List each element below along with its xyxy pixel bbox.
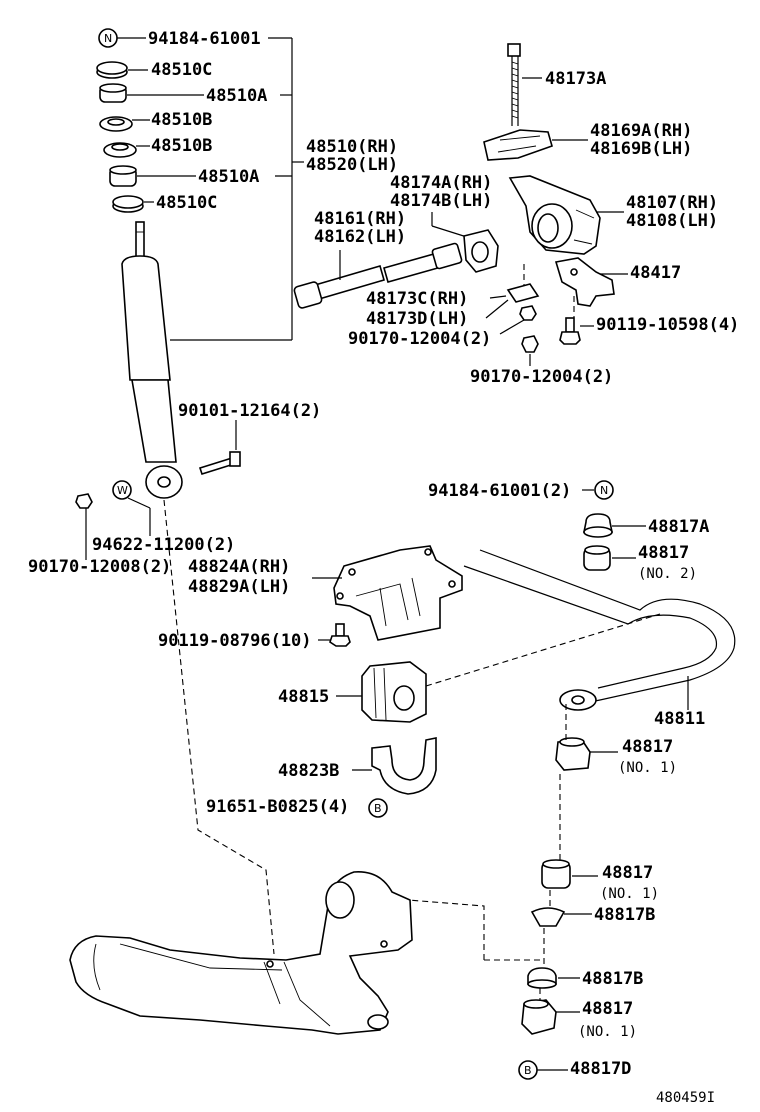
lower-control-arm (69, 871, 413, 1035)
bushing-48817-no1-b (541, 859, 571, 889)
label-94622-11200: 94622-11200(2) (92, 535, 235, 555)
bracket-48417 (554, 257, 615, 307)
washer-48510b-b (103, 142, 137, 158)
washer-48510c-top (96, 61, 128, 79)
bracket-48823b (371, 737, 437, 795)
label-no2: (NO. 2) (638, 566, 697, 582)
diagram-reference-number: 480459I (656, 1090, 715, 1106)
stabilizer-bar-48811 (463, 549, 736, 711)
svg-text:B: B (524, 1064, 532, 1077)
label-48824a-rh: 48824A(RH) (188, 557, 290, 577)
label-48817a: 48817A (648, 517, 709, 537)
label-48817b-a: 48817B (594, 905, 655, 925)
label-90170-12004-b: 90170-12004(2) (470, 367, 613, 387)
label-90101-12164: 90101-12164(2) (178, 401, 321, 421)
n-symbol-middle: N (594, 480, 614, 500)
label-48510c-a: 48510C (151, 60, 212, 80)
label-48510b-a: 48510B (151, 110, 212, 130)
bolt-90119-10598 (559, 317, 581, 345)
label-48510a-a: 48510A (206, 86, 267, 106)
label-48107-rh: 48107(RH) (626, 193, 718, 213)
label-48510c-b: 48510C (156, 193, 217, 213)
label-48520-lh: 48520(LH) (306, 155, 398, 175)
label-48174a-rh: 48174A(RH) (390, 173, 492, 193)
washer-48817b-a (530, 907, 566, 927)
b-symbol-middle: B (368, 798, 388, 818)
label-48817b-b: 48817B (582, 969, 643, 989)
w-symbol: W (112, 480, 132, 500)
part-48173c (506, 283, 540, 303)
bushing-48817-no1-a (555, 737, 591, 771)
svg-text:N: N (600, 484, 608, 497)
label-48823b: 48823B (278, 761, 339, 781)
label-48817-c: 48817 (602, 863, 653, 883)
arm-48174 (463, 229, 499, 273)
bolt-48173a (507, 43, 521, 126)
label-no1-c: (NO. 1) (578, 1024, 637, 1040)
shock-absorber (121, 221, 183, 499)
label-48162-lh: 48162(LH) (314, 227, 406, 247)
n-symbol-top: N (98, 28, 118, 48)
label-48829a-lh: 48829A(LH) (188, 577, 290, 597)
label-90119-08796: 90119-08796(10) (158, 631, 312, 651)
torsion-bar (293, 242, 463, 309)
nut-90170-12008 (75, 493, 93, 509)
label-90119-10598: 90119-10598(4) (596, 315, 739, 335)
washer-48510c-bottom (112, 195, 144, 213)
label-91651-b0825: 91651-B0825(4) (206, 797, 349, 817)
nut-90170-12004-b (521, 335, 539, 353)
bushing-48817a (583, 513, 613, 538)
bushing-48817-no2 (583, 545, 611, 571)
label-48510-rh: 48510(RH) (306, 137, 398, 157)
label-no1-a: (NO. 1) (618, 760, 677, 776)
nut-90170-12004-a (519, 305, 537, 321)
label-48169a-rh: 48169A(RH) (590, 121, 692, 141)
bushing-48510a-top (99, 83, 127, 103)
label-48161-rh: 48161(RH) (314, 209, 406, 229)
label-94184-61001-2: 94184-61001(2) (428, 481, 571, 501)
label-48417: 48417 (630, 263, 681, 283)
label-48173c-rh: 48173C(RH) (366, 289, 468, 309)
bracket-48824a (333, 545, 463, 641)
label-48169b-lh: 48169B(LH) (590, 139, 692, 159)
label-48510a-b: 48510A (198, 167, 259, 187)
bushing-48817-no1-c (521, 999, 557, 1035)
label-48108-lh: 48108(LH) (626, 211, 718, 231)
label-48817-a: 48817 (638, 543, 689, 563)
b-symbol-bottom: B (518, 1060, 538, 1080)
label-48173a: 48173A (545, 69, 606, 89)
svg-text:N: N (104, 32, 112, 45)
label-48817d: 48817D (570, 1059, 631, 1079)
label-48811: 48811 (654, 709, 705, 729)
bolt-90119-08796 (329, 623, 351, 647)
label-90170-12004-a: 90170-12004(2) (348, 329, 491, 349)
label-no1-b: (NO. 1) (600, 886, 659, 902)
bushing-48510a-bottom (109, 165, 137, 187)
label-48817-b: 48817 (622, 737, 673, 757)
label-48510b-b: 48510B (151, 136, 212, 156)
label-90170-12008: 90170-12008(2) (28, 557, 171, 577)
label-48174b-lh: 48174B(LH) (390, 191, 492, 211)
bolt-90101-12164 (198, 451, 241, 475)
label-94184-61001: 94184-61001 (148, 29, 261, 49)
label-48173d-lh: 48173D(LH) (366, 309, 468, 329)
anchor-bracket-48107 (508, 175, 601, 255)
washer-48817b-b (527, 967, 557, 989)
svg-text:B: B (374, 802, 382, 815)
svg-text:W: W (117, 484, 128, 497)
label-48815: 48815 (278, 687, 329, 707)
arm-48169 (483, 129, 553, 161)
label-48817-d: 48817 (582, 999, 633, 1019)
washer-48510b-a (99, 116, 133, 132)
bushing-48815 (361, 661, 427, 723)
